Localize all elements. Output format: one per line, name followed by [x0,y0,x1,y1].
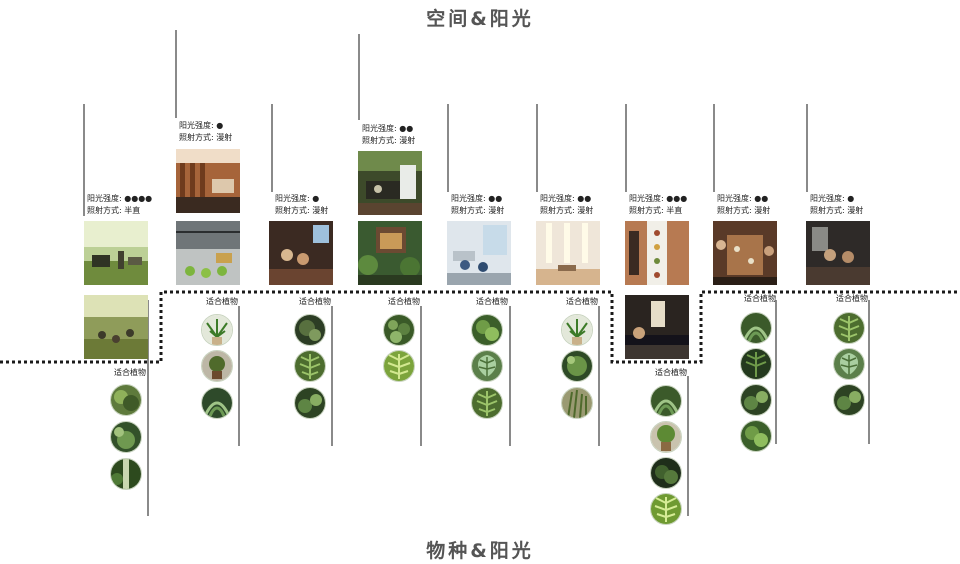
sun-intensity-label: 阳光强度: ● [179,121,224,130]
column-4-lower-stem [420,306,422,446]
light-mode-label: 照射方式: 漫射 [362,136,416,145]
photo-garden-pavilion [358,221,422,285]
plant-fern-fronds [294,350,326,382]
photo-white-gallery-lights [536,221,600,285]
plant-monstera-2 [833,348,865,380]
plant-forest-path [110,458,142,490]
sun-intensity-label: 阳光强度: ● [275,194,320,203]
plant-shrub-leaves [110,384,142,416]
light-mode-label: 照射方式: 漫射 [810,206,864,215]
column-8-info: 阳光强度: ●● 照射方式: 漫射 [717,193,770,217]
plant-round-leaf [471,314,503,346]
sun-intensity-label: 阳光强度: ● [810,194,855,203]
light-mode-label: 照射方式: 半直 [629,206,683,215]
column-8-suitable-plants-label: 适合植物 [744,294,776,303]
sun-intensity-label: 阳光强度: ●●●● [87,194,153,203]
plant-moss-fern-3 [833,384,865,416]
column-2-lower-stem [238,306,240,446]
light-mode-label: 照射方式: 半直 [87,206,141,215]
column-7-upper-stem [625,104,627,192]
plant-fern-fronds-3 [833,312,865,344]
photo-dining-table-crowd [713,221,777,285]
column-7-suitable-plants-label: 适合植物 [655,368,687,377]
plant-fern-leaves-2 [650,385,682,417]
sun-intensity-label: 阳光强度: ●● [451,194,503,203]
column-9-lower-stem [868,300,870,444]
column-1-lower-stem [147,300,149,516]
column-4-suitable-plants-label: 适合植物 [388,297,420,306]
column-3-lower-stem [331,306,333,446]
column-1-upper-stem [83,104,85,216]
column-1-info: 阳光强度: ●●●● 照射方式: 半直 [87,193,152,217]
photo-dim-lounge-people [269,221,333,285]
column-8-lower-stem [775,300,777,444]
plant-spider-plant [201,314,233,346]
plant-potted-plant [650,421,682,453]
column-3-suitable-plants-label: 适合植物 [299,297,331,306]
plant-ground-cover [383,314,415,346]
plant-fern-bush [561,350,593,382]
photo-dark-bar-people [806,221,870,285]
plant-moss-fern [294,387,326,419]
column-6-lower-stem [598,306,600,446]
column-5-info: 阳光强度: ●● 照射方式: 漫射 [451,193,504,217]
top-title: 空间&阳光 [426,8,534,30]
photo-glass-lounge-green-stools [176,221,240,285]
photo-bright-office-seating [447,221,511,285]
column-8-upper-stem [713,104,715,192]
photo-tea-ceremony [358,151,422,215]
column-7-lower-stem [687,376,689,516]
plant-fern-fronds-2 [471,387,503,419]
column-2-info: 阳光强度: ● 照射方式: 漫射 [179,120,232,144]
column-9-info: 阳光强度: ● 照射方式: 漫射 [810,193,863,217]
photo-outdoor-lawn-seating [84,221,148,285]
plant-bright-fern-2 [650,493,682,525]
column-3-info: 阳光强度: ● 照射方式: 漫射 [275,193,328,217]
column-4-info: 阳光强度: ●● 照射方式: 漫射 [362,123,415,147]
photo-calligraphy-desk [625,295,689,359]
column-5-upper-stem [447,104,449,192]
plant-bright-fern [383,350,415,382]
bottom-title: 物种&阳光 [426,540,534,562]
column-5-suitable-plants-label: 适合植物 [476,297,508,306]
light-mode-label: 照射方式: 漫射 [717,206,771,215]
plant-round-leaf-2 [740,420,772,452]
light-mode-label: 照射方式: 漫射 [451,206,505,215]
photo-cafe-interior-wood [176,149,240,213]
plant-moss-fern-2 [740,384,772,416]
plant-dark-foliage [294,314,326,346]
plant-fern-leaves-3 [740,312,772,344]
light-mode-label: 照射方式: 漫射 [179,133,233,142]
column-2-suitable-plants-label: 适合植物 [206,297,238,306]
plant-monstera [471,350,503,382]
column-7-info: 阳光强度: ●●● 照射方式: 半直 [629,193,687,217]
sun-intensity-label: 阳光强度: ●● [540,194,592,203]
light-mode-label: 照射方式: 漫射 [540,206,594,215]
plant-fern-moss [110,421,142,453]
plant-dark-fern [740,348,772,380]
plant-potted-succulent [201,350,233,382]
column-4-upper-stem [358,34,360,120]
plant-fern-leaves [201,387,233,419]
sun-intensity-label: 阳光强度: ●●● [629,194,688,203]
photo-yoga-under-canopy [84,295,148,359]
column-9-upper-stem [806,104,808,192]
column-6-upper-stem [536,104,538,192]
column-5-lower-stem [509,306,511,446]
sun-intensity-label: 阳光强度: ●● [362,124,414,133]
column-9-suitable-plants-label: 适合植物 [836,294,868,303]
column-2-upper-stem [175,30,177,118]
column-6-suitable-plants-label: 适合植物 [566,297,598,306]
sun-intensity-label: 阳光强度: ●● [717,194,769,203]
column-1-suitable-plants-label: 适合植物 [114,368,146,377]
plant-dark-leaves [650,457,682,489]
light-mode-label: 照射方式: 漫射 [275,206,329,215]
plant-spider-plant-2 [561,314,593,346]
column-6-info: 阳光强度: ●● 照射方式: 漫射 [540,193,593,217]
photo-long-table-top-view [625,221,689,285]
column-3-upper-stem [271,104,273,192]
plant-tall-grass [561,387,593,419]
